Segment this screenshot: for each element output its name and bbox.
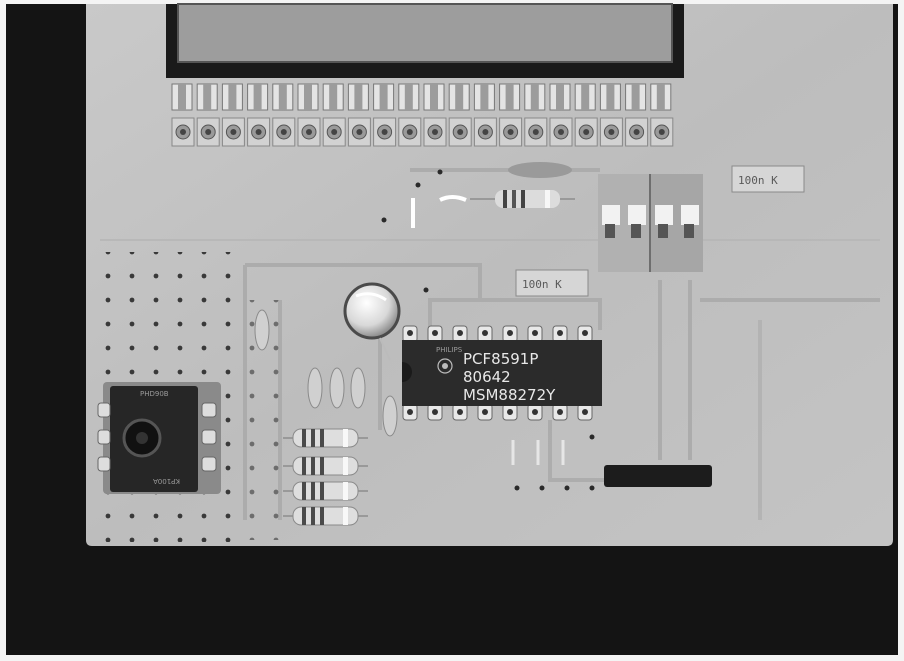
- electrolytic-capacitor: [343, 282, 401, 361]
- dip-switch-block: [598, 174, 703, 272]
- film-capacitor-top: 100n K: [731, 165, 805, 193]
- jumper-wires: [511, 440, 565, 465]
- ic-pcf8591p: PHILIPS PCF8591P 80642 MSM88272Y: [402, 325, 602, 421]
- ceramic-capacitor-top: [508, 162, 572, 178]
- wire-bridges: [411, 195, 467, 228]
- resistor-top: [470, 190, 575, 208]
- ic-lot-code: MSM88272Y: [463, 386, 556, 404]
- capacitor-middle-label: 100n K: [522, 278, 562, 291]
- resistor-bank: [283, 428, 368, 526]
- sensor-top-label: PHD90B: [140, 390, 169, 398]
- sensor-bottom-label: KP100A: [153, 477, 180, 485]
- pressure-sensor: PHD90B KP100A: [97, 382, 221, 494]
- ic-brand: PHILIPS: [436, 346, 463, 354]
- capacitor-top-label: 100n K: [738, 174, 778, 187]
- ic-date-code: 80642: [463, 368, 511, 386]
- ceramic-capacitors-group: [254, 309, 398, 437]
- ic-part-number: PCF8591P: [463, 350, 538, 368]
- lcd-display: [166, 3, 684, 147]
- film-capacitor-middle: 100n K: [515, 269, 589, 297]
- pin-header: [604, 465, 712, 572]
